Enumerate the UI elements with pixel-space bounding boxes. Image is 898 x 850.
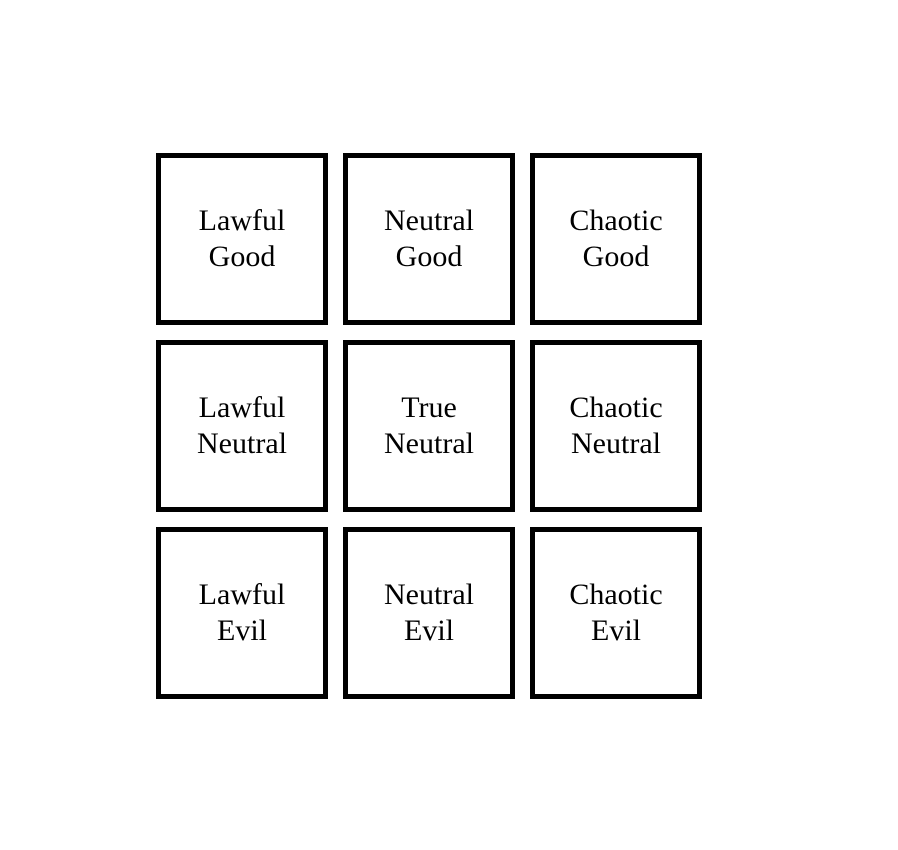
cell-label-line2: Evil — [591, 614, 641, 647]
cell-label-line1: Chaotic — [569, 204, 663, 237]
alignment-grid: Lawful Good Neutral Good Chaotic Good La… — [156, 153, 702, 699]
cell-label-line1: Lawful — [198, 391, 286, 424]
cell-label-line1: Chaotic — [569, 391, 663, 424]
cell-lawful-evil: Lawful Evil — [156, 527, 328, 699]
cell-label-line1: True — [401, 391, 457, 424]
cell-label-line2: Evil — [404, 614, 454, 647]
cell-chaotic-evil: Chaotic Evil — [530, 527, 702, 699]
cell-chaotic-neutral: Chaotic Neutral — [530, 340, 702, 512]
cell-label-line1: Neutral — [384, 578, 474, 611]
cell-neutral-evil: Neutral Evil — [343, 527, 515, 699]
cell-label-line2: Good — [395, 240, 463, 273]
cell-label-line2: Neutral — [571, 427, 661, 460]
cell-lawful-neutral: Lawful Neutral — [156, 340, 328, 512]
cell-label-line1: Lawful — [198, 578, 286, 611]
cell-lawful-good: Lawful Good — [156, 153, 328, 325]
cell-true-neutral: True Neutral — [343, 340, 515, 512]
cell-label-line1: Chaotic — [569, 578, 663, 611]
cell-label-line2: Good — [208, 240, 276, 273]
cell-label-line2: Neutral — [197, 427, 287, 460]
cell-label-line1: Neutral — [384, 204, 474, 237]
cell-label-line2: Neutral — [384, 427, 474, 460]
cell-chaotic-good: Chaotic Good — [530, 153, 702, 325]
cell-label-line1: Lawful — [198, 204, 286, 237]
cell-label-line2: Evil — [217, 614, 267, 647]
cell-neutral-good: Neutral Good — [343, 153, 515, 325]
cell-label-line2: Good — [582, 240, 650, 273]
